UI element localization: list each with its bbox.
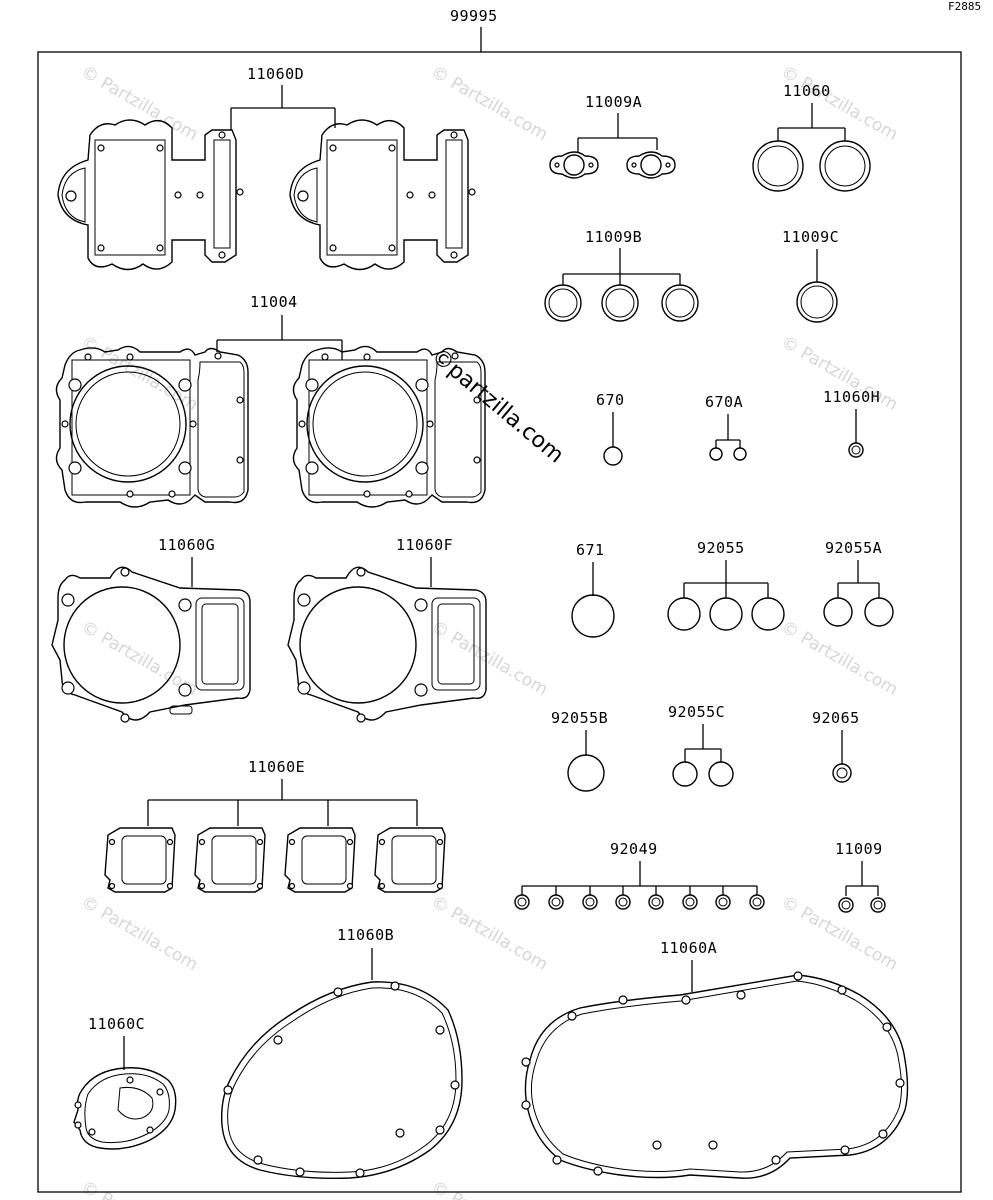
watermark: © Partzilla.com bbox=[778, 617, 902, 700]
label-11060E: 11060E bbox=[248, 758, 305, 776]
label-11060A: 11060A bbox=[660, 939, 717, 957]
label-11060D: 11060D bbox=[247, 65, 304, 83]
o-ring-92055 bbox=[709, 597, 743, 631]
watermark-inline: ©partzilla.com bbox=[426, 343, 568, 468]
seal-92049 bbox=[682, 894, 698, 910]
gasket-11009 bbox=[870, 897, 886, 913]
watermarks: © Partzilla.com © Partzilla.com © Partzi… bbox=[78, 62, 902, 1200]
watermark: © Partzilla.com bbox=[428, 1177, 552, 1200]
gasket-11060A bbox=[521, 971, 909, 1179]
label-11009B: 11009B bbox=[585, 228, 642, 246]
seal-92049 bbox=[582, 894, 598, 910]
gasket-11060B bbox=[220, 981, 463, 1180]
gasket-11004-right bbox=[292, 345, 486, 508]
label-670: 670 bbox=[596, 391, 625, 409]
watermark: © Partzilla.com bbox=[428, 62, 552, 145]
label-671: 671 bbox=[576, 541, 605, 559]
o-ring-670A bbox=[733, 447, 747, 461]
watermark: © Partzilla.com bbox=[428, 617, 552, 700]
label-11060C: 11060C bbox=[88, 1015, 145, 1033]
label-11009C: 11009C bbox=[782, 228, 839, 246]
seal-92049 bbox=[715, 894, 731, 910]
gasket-11060-left bbox=[752, 140, 804, 192]
o-ring-670 bbox=[603, 446, 623, 466]
gasket-11009C bbox=[796, 281, 838, 323]
gasket-11009B bbox=[544, 284, 582, 322]
seal-92049 bbox=[648, 894, 664, 910]
gasket-11060-right bbox=[819, 140, 871, 192]
gasket-11060E bbox=[284, 827, 356, 893]
label-92055: 92055 bbox=[697, 539, 745, 557]
label-11009: 11009 bbox=[835, 840, 883, 858]
label-11060H: 11060H bbox=[823, 388, 880, 406]
o-ring-92055C bbox=[672, 761, 698, 787]
seal-92049-group bbox=[514, 894, 765, 910]
seal-92049 bbox=[615, 894, 631, 910]
label-670A: 670A bbox=[705, 393, 743, 411]
label-11060F: 11060F bbox=[396, 536, 453, 554]
label-99995: 99995 bbox=[450, 7, 498, 25]
o-ring-92055 bbox=[667, 597, 701, 631]
label-11060: 11060 bbox=[783, 82, 831, 100]
gasket-11009B bbox=[601, 284, 639, 322]
watermark: © Partzilla.com bbox=[78, 62, 202, 145]
seal-92049 bbox=[749, 894, 765, 910]
o-ring-92055C bbox=[708, 761, 734, 787]
gasket-11009A-left bbox=[549, 151, 599, 179]
gasket-11009A-right bbox=[626, 151, 676, 179]
label-92055C: 92055C bbox=[668, 703, 725, 721]
washer-92065 bbox=[832, 763, 852, 783]
seal-92049 bbox=[514, 894, 530, 910]
watermark: © Partzilla.com bbox=[78, 1177, 202, 1200]
gasket-11009B bbox=[661, 284, 699, 322]
gasket-11060E bbox=[374, 827, 446, 893]
label-92055B: 92055B bbox=[551, 709, 608, 727]
o-ring-670A bbox=[709, 447, 723, 461]
o-ring-92055A bbox=[823, 597, 853, 627]
watermark: © Partzilla.com bbox=[778, 62, 902, 145]
gasket-11060H bbox=[848, 442, 864, 458]
gasket-11060D-left bbox=[57, 119, 244, 271]
gasket-11009 bbox=[838, 897, 854, 913]
gasket-11060C bbox=[73, 1067, 177, 1150]
label-11060B: 11060B bbox=[337, 926, 394, 944]
gasket-11060E bbox=[104, 827, 176, 893]
label-92065: 92065 bbox=[812, 709, 860, 727]
figure-code: F2885 bbox=[948, 0, 981, 13]
o-ring-92055 bbox=[751, 597, 785, 631]
label-92055A: 92055A bbox=[825, 539, 882, 557]
watermark: © Partzilla.com bbox=[78, 892, 202, 975]
gasket-11060D-right bbox=[289, 119, 476, 271]
gasket-11060E bbox=[194, 827, 266, 893]
gasket-11060G bbox=[51, 566, 251, 723]
label-11060G: 11060G bbox=[158, 536, 215, 554]
o-ring-92055B bbox=[567, 754, 605, 792]
gasket-11004-left bbox=[55, 345, 249, 508]
label-11009A: 11009A bbox=[585, 93, 642, 111]
gasket-11060F bbox=[287, 566, 487, 723]
watermark: © Partzilla.com bbox=[428, 892, 552, 975]
kit-frame bbox=[37, 51, 962, 1193]
label-11004: 11004 bbox=[250, 293, 298, 311]
seal-92049 bbox=[548, 894, 564, 910]
label-92049: 92049 bbox=[610, 840, 658, 858]
o-ring-671 bbox=[571, 594, 615, 638]
o-ring-92055A bbox=[864, 597, 894, 627]
